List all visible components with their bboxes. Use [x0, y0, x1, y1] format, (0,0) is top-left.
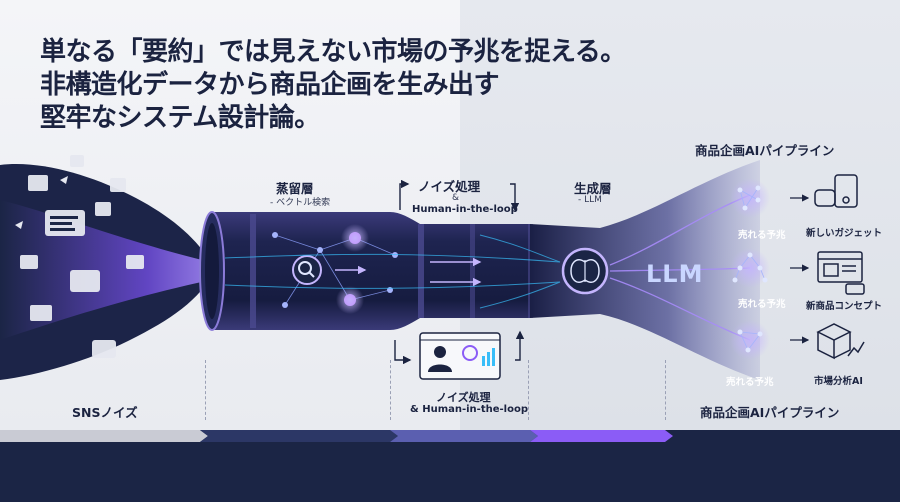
- image-icon: [28, 175, 48, 191]
- stage-divider: [205, 360, 206, 420]
- noise-bottom-sub: & Human-in-the-loop: [410, 404, 528, 415]
- pipeline-title: 商品企画AIパイプライン: [695, 143, 835, 158]
- distill-stage-sub: - ベクトル検索: [270, 198, 331, 208]
- search-icon: [292, 255, 322, 285]
- noise-top-amp: &: [452, 193, 460, 203]
- person-icon: [428, 346, 452, 372]
- noise-loop-top: [399, 179, 520, 212]
- flow-arrows: [335, 257, 482, 287]
- box-chart-icon: [816, 323, 865, 360]
- product-label-3: 市場分析AI: [814, 376, 863, 387]
- generate-stage-sub: - LLM: [578, 195, 602, 205]
- forecast-node-2: [730, 248, 770, 288]
- concept-screen-icon: [817, 251, 865, 295]
- image-icon: [70, 270, 100, 292]
- stage-divider: [528, 360, 529, 420]
- noise-top-sub: Human-in-the-loop: [412, 204, 518, 215]
- chat-icon: [126, 255, 144, 269]
- headline-line-2: 非構造化データから商品企画を生み出す: [40, 70, 500, 100]
- headline-line-1: 単なる「要約」では見えない市場の予兆を捉える。: [40, 37, 626, 67]
- headline: 単なる「要約」では見えない市場の予兆を捉える。 非構造化データから商品企画を生み…: [40, 36, 626, 135]
- image-icon: [92, 340, 116, 358]
- image-icon: [95, 202, 111, 216]
- sns-noise-cloud: [0, 155, 215, 380]
- chat-icon: [70, 155, 84, 167]
- product-arrows: [790, 194, 810, 344]
- image-icon: [110, 178, 126, 192]
- noise-bottom-title: ノイズ処理: [436, 391, 491, 404]
- stage-divider: [390, 360, 391, 420]
- chat-icon: [20, 255, 38, 269]
- bottom-pipeline-label: 商品企画AIパイプライン: [700, 405, 840, 420]
- forecast-label-2: 売れる予兆: [738, 299, 786, 310]
- forecast-label-1: 売れる予兆: [738, 230, 786, 241]
- headline-line-3: 堅牢なシステム設計論。: [40, 103, 320, 133]
- generate-stage-title: 生成層: [574, 181, 612, 196]
- llm-label: LLM: [646, 260, 704, 288]
- sns-noise-label: SNSノイズ: [72, 405, 138, 420]
- distill-stage-title: 蒸留層: [276, 181, 314, 196]
- forecast-label-3: 売れる予兆: [726, 377, 774, 388]
- bird-icon: [60, 176, 68, 184]
- forecast-node-3: [730, 320, 770, 360]
- stage-divider: [665, 360, 666, 420]
- forecast-node-1: [730, 178, 770, 218]
- bird-icon: [15, 221, 23, 229]
- product-label-2: 新商品コンセプト: [806, 301, 883, 312]
- gadget-icon: [814, 174, 858, 208]
- data-streams: [224, 234, 561, 309]
- brain-icon: [561, 247, 609, 295]
- noise-loop-bottom: [394, 330, 525, 365]
- product-label-1: 新しいガジェット: [806, 228, 883, 239]
- noise-top-title: ノイズ処理: [418, 179, 481, 194]
- image-icon: [30, 305, 52, 321]
